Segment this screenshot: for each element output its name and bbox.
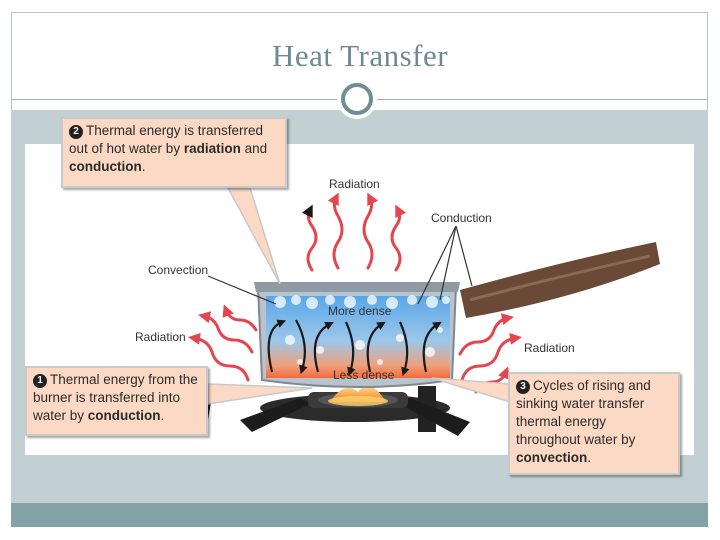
leader-lines — [207, 225, 473, 305]
callout-bold: convection — [516, 450, 588, 465]
callout-text: and — [240, 141, 268, 156]
radiation-arrows — [188, 192, 522, 394]
pot — [254, 282, 460, 388]
callout-text: . — [587, 450, 592, 465]
pot-handle — [460, 242, 660, 318]
flame — [328, 385, 388, 406]
radiation-right-label: Radiation — [524, 341, 575, 355]
callout-bold: conduction — [69, 159, 142, 174]
callout-text: . — [160, 408, 165, 423]
footer-bar — [11, 503, 708, 527]
radiation-top-label: Radiation — [329, 177, 380, 191]
callout-bold: radiation — [183, 141, 241, 156]
slide-title: Heat Transfer — [271, 38, 449, 73]
callout-pointers — [207, 187, 511, 405]
radiation-left-label: Radiation — [135, 330, 186, 344]
convection-label: Convection — [148, 263, 209, 277]
callout-number: 3 — [516, 380, 530, 394]
title-ornament-ring — [341, 83, 373, 115]
callout-text: . — [141, 159, 146, 174]
conduction-label: Conduction — [431, 211, 492, 225]
callout-bold: conduction — [87, 408, 161, 423]
bubbles — [274, 295, 450, 365]
convection-arrows — [267, 319, 442, 377]
more-dense-label: More dense — [328, 304, 392, 318]
callout-text: Thermal energy is transferred out of hot… — [69, 123, 264, 156]
callout-number: 1 — [33, 374, 47, 388]
callout-number: 2 — [69, 125, 83, 139]
callout-text: Cycles of rising and sinking water trans… — [516, 378, 651, 447]
less-dense-label: Less dense — [333, 368, 395, 382]
callout-text: Thermal energy from the burner is transf… — [33, 372, 198, 423]
